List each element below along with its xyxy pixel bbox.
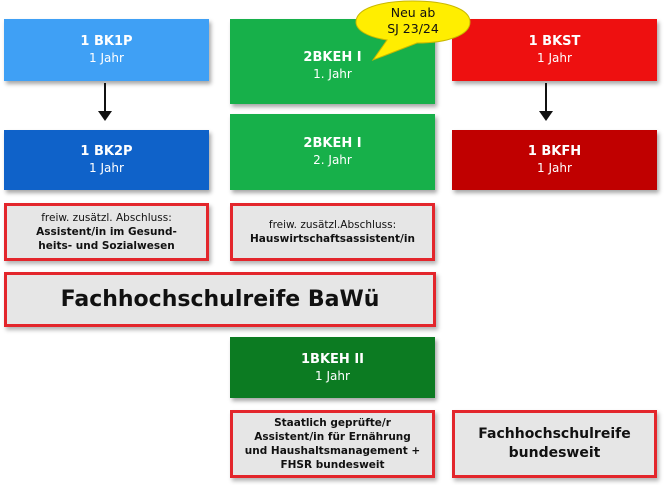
bkst-title: 1 BKST: [528, 34, 581, 49]
final-line: FHSR bundesweit: [280, 459, 385, 471]
bkfh-box: 1 BKFH 1 Jahr: [452, 130, 657, 190]
bk2p-extra-qualification-note: freiw. zusätzl. Abschluss: Assistent/in …: [4, 203, 209, 261]
note-line: Hauswirtschaftsassistent/in: [250, 233, 415, 245]
arrow-bkst-to-bkfh: [539, 83, 553, 121]
bkst-box: 1 BKST 1 Jahr: [452, 19, 657, 81]
bk2p-box: 1 BK2P 1 Jahr: [4, 130, 209, 190]
note-label: freiw. zusätzl. Abschluss:: [41, 212, 172, 224]
1bkeh2-box: 1BKEH II 1 Jahr: [230, 337, 435, 398]
2bkeh-year2-duration: 2. Jahr: [313, 153, 352, 167]
note-line: heits- und Sozialwesen: [38, 240, 175, 252]
fachhochschulreife-bawue-banner: Fachhochschulreife BaWü: [4, 272, 436, 327]
fhr-bundesweit-line: Fachhochschulreife: [478, 426, 631, 442]
final-line: Assistent/in für Ernährung: [254, 431, 411, 443]
bubble-shape: [355, 0, 471, 62]
bk1p-box: 1 BK1P 1 Jahr: [4, 19, 209, 81]
new-from-school-year-bubble: Neu ab SJ 23/24: [355, 0, 471, 62]
bubble-text: Neu ab SJ 23/24: [355, 5, 471, 37]
2bkeh-year1-duration: 1. Jahr: [313, 66, 352, 81]
1bkeh2-duration: 1 Jahr: [315, 368, 350, 383]
arrow-bk1p-to-bk2p: [98, 83, 112, 121]
2bkeh-year2-title: 2BKEH I: [303, 136, 362, 151]
2bkeh-extra-qualification-note: freiw. zusätzl.Abschluss: Hauswirtschaft…: [230, 203, 435, 261]
bk2p-duration: 1 Jahr: [89, 161, 124, 175]
bubble-line: SJ 23/24: [387, 21, 439, 36]
bkfh-duration: 1 Jahr: [537, 161, 572, 175]
2bkeh-year2-box: 2BKEH I 2. Jahr: [230, 114, 435, 190]
fhr-bundesweit-line: bundesweit: [508, 445, 601, 461]
bk1p-duration: 1 Jahr: [89, 51, 124, 65]
bk2p-title: 1 BK2P: [80, 144, 133, 159]
note-line: Assistent/in im Gesund-: [36, 226, 177, 238]
bubble-line: Neu ab: [390, 5, 436, 20]
final-line: und Haushaltsmanagement +: [244, 445, 421, 457]
staatlich-gepruefte-assistent-note: Staatlich geprüfte/r Assistent/in für Er…: [230, 410, 435, 478]
bkfh-title: 1 BKFH: [527, 144, 582, 159]
bkst-duration: 1 Jahr: [537, 51, 572, 65]
final-line: Staatlich geprüfte/r: [274, 417, 391, 429]
1bkeh2-title: 1BKEH II: [301, 351, 364, 367]
2bkeh-year1-title: 2BKEH I: [303, 49, 362, 65]
banner-text: Fachhochschulreife BaWü: [60, 286, 380, 312]
note-label: freiw. zusätzl.Abschluss:: [268, 219, 397, 231]
bk1p-title: 1 BK1P: [80, 34, 133, 49]
fachhochschulreife-bundesweit-note: Fachhochschulreife bundesweit: [452, 410, 657, 478]
